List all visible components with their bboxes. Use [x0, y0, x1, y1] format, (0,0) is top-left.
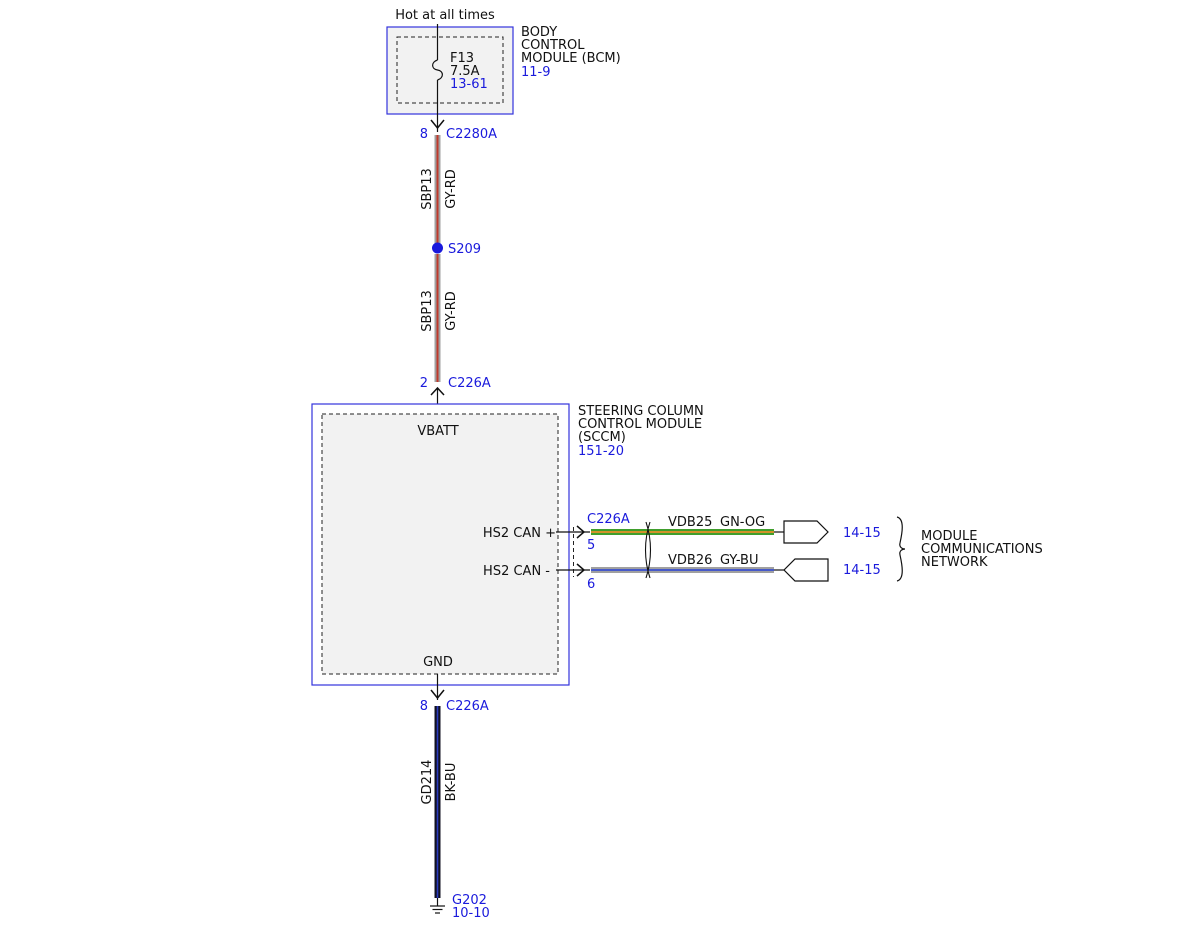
can-minus-ref-link[interactable]: 14-15 — [843, 563, 881, 578]
network-name-line-2: COMMUNICATIONS — [921, 542, 1043, 557]
wire-ground-color: BK-BU — [444, 763, 459, 802]
sccm-gnd-label: GND — [423, 655, 453, 670]
wire-middle-color: GY-RD — [444, 291, 459, 331]
fuse-rating: 7.5A — [450, 64, 480, 79]
can-plus-circuit: VDB25 — [668, 515, 712, 530]
fuse-id: F13 — [450, 51, 474, 66]
sccm-can-minus-label: HS2 CAN - — [483, 564, 550, 579]
can-connector-name[interactable]: C226A — [587, 512, 630, 527]
wire-upper-color: GY-RD — [444, 169, 459, 209]
wire-middle-gy-rd[interactable] — [434, 254, 441, 382]
connector-arrow-icon — [576, 525, 586, 539]
fuse-symbol-icon — [432, 59, 443, 81]
twisted-pair-icon — [644, 521, 652, 579]
power-source-label: Hot at all times — [395, 8, 495, 23]
connector-gnd-name[interactable]: C226A — [446, 699, 489, 714]
wire-upper-circuit: SBP13 — [420, 168, 435, 210]
sccm-inner-box — [321, 413, 559, 675]
can-minus-color: GY-BU — [720, 553, 759, 568]
network-brace-icon — [896, 516, 906, 582]
connector-arrow-icon — [430, 689, 445, 700]
wire-upper-gy-rd[interactable] — [434, 135, 441, 243]
bcm-name-line-3: MODULE (BCM) — [521, 51, 621, 66]
wire-can-plus-gn-og[interactable] — [591, 529, 774, 535]
can-connector-pin-minus: 6 — [587, 577, 595, 592]
bcm-ref-link[interactable]: 11-9 — [521, 65, 551, 80]
ground-name[interactable]: G202 — [452, 893, 487, 908]
wire-middle-circuit: SBP13 — [420, 290, 435, 332]
wire-ground-bk-bu[interactable] — [434, 706, 441, 898]
can-minus-circuit: VDB26 — [668, 553, 712, 568]
sccm-name-line-3: (SCCM) — [578, 430, 626, 445]
connector-arrow-icon — [430, 119, 445, 130]
fuse-ref-link[interactable]: 13-61 — [450, 77, 488, 92]
connector-arrow-icon — [576, 563, 586, 577]
bcm-fuse-box — [396, 36, 504, 104]
bcm-module-box[interactable] — [386, 26, 514, 115]
connector-top-name[interactable]: C2280A — [446, 127, 497, 142]
bcm-name-line-2: CONTROL — [521, 38, 585, 53]
can-connector-pin-plus: 5 — [587, 538, 595, 553]
splice-dot-icon — [432, 242, 443, 254]
connector-sccm-power-name[interactable]: C226A — [448, 376, 491, 391]
sccm-name-line-2: CONTROL MODULE — [578, 417, 702, 432]
sccm-name-line-1: STEERING COLUMN — [578, 404, 704, 419]
sccm-ref-link[interactable]: 151-20 — [578, 444, 624, 459]
sccm-can-plus-label: HS2 CAN + — [483, 526, 556, 541]
can-plus-ref-link[interactable]: 14-15 — [843, 526, 881, 541]
connector-sccm-power-pin: 2 — [420, 376, 428, 391]
network-name-line-3: NETWORK — [921, 555, 988, 570]
bcm-name-line-1: BODY — [521, 25, 557, 40]
splice-name[interactable]: S209 — [448, 242, 481, 257]
can-plus-outgoing-arrow-icon — [783, 520, 829, 544]
connector-top-pin: 8 — [420, 127, 428, 142]
sccm-vbatt-label: VBATT — [417, 424, 458, 439]
can-plus-color: GN-OG — [720, 515, 765, 530]
ground-symbol-icon — [430, 898, 445, 914]
wire-ground-circuit: GD214 — [420, 760, 435, 805]
network-name-line-1: MODULE — [921, 529, 977, 544]
can-minus-incoming-arrow-icon — [783, 558, 829, 582]
ground-ref-link[interactable]: 10-10 — [452, 906, 490, 921]
wire-can-minus-gy-bu[interactable] — [591, 567, 774, 573]
connector-gnd-pin: 8 — [420, 699, 428, 714]
